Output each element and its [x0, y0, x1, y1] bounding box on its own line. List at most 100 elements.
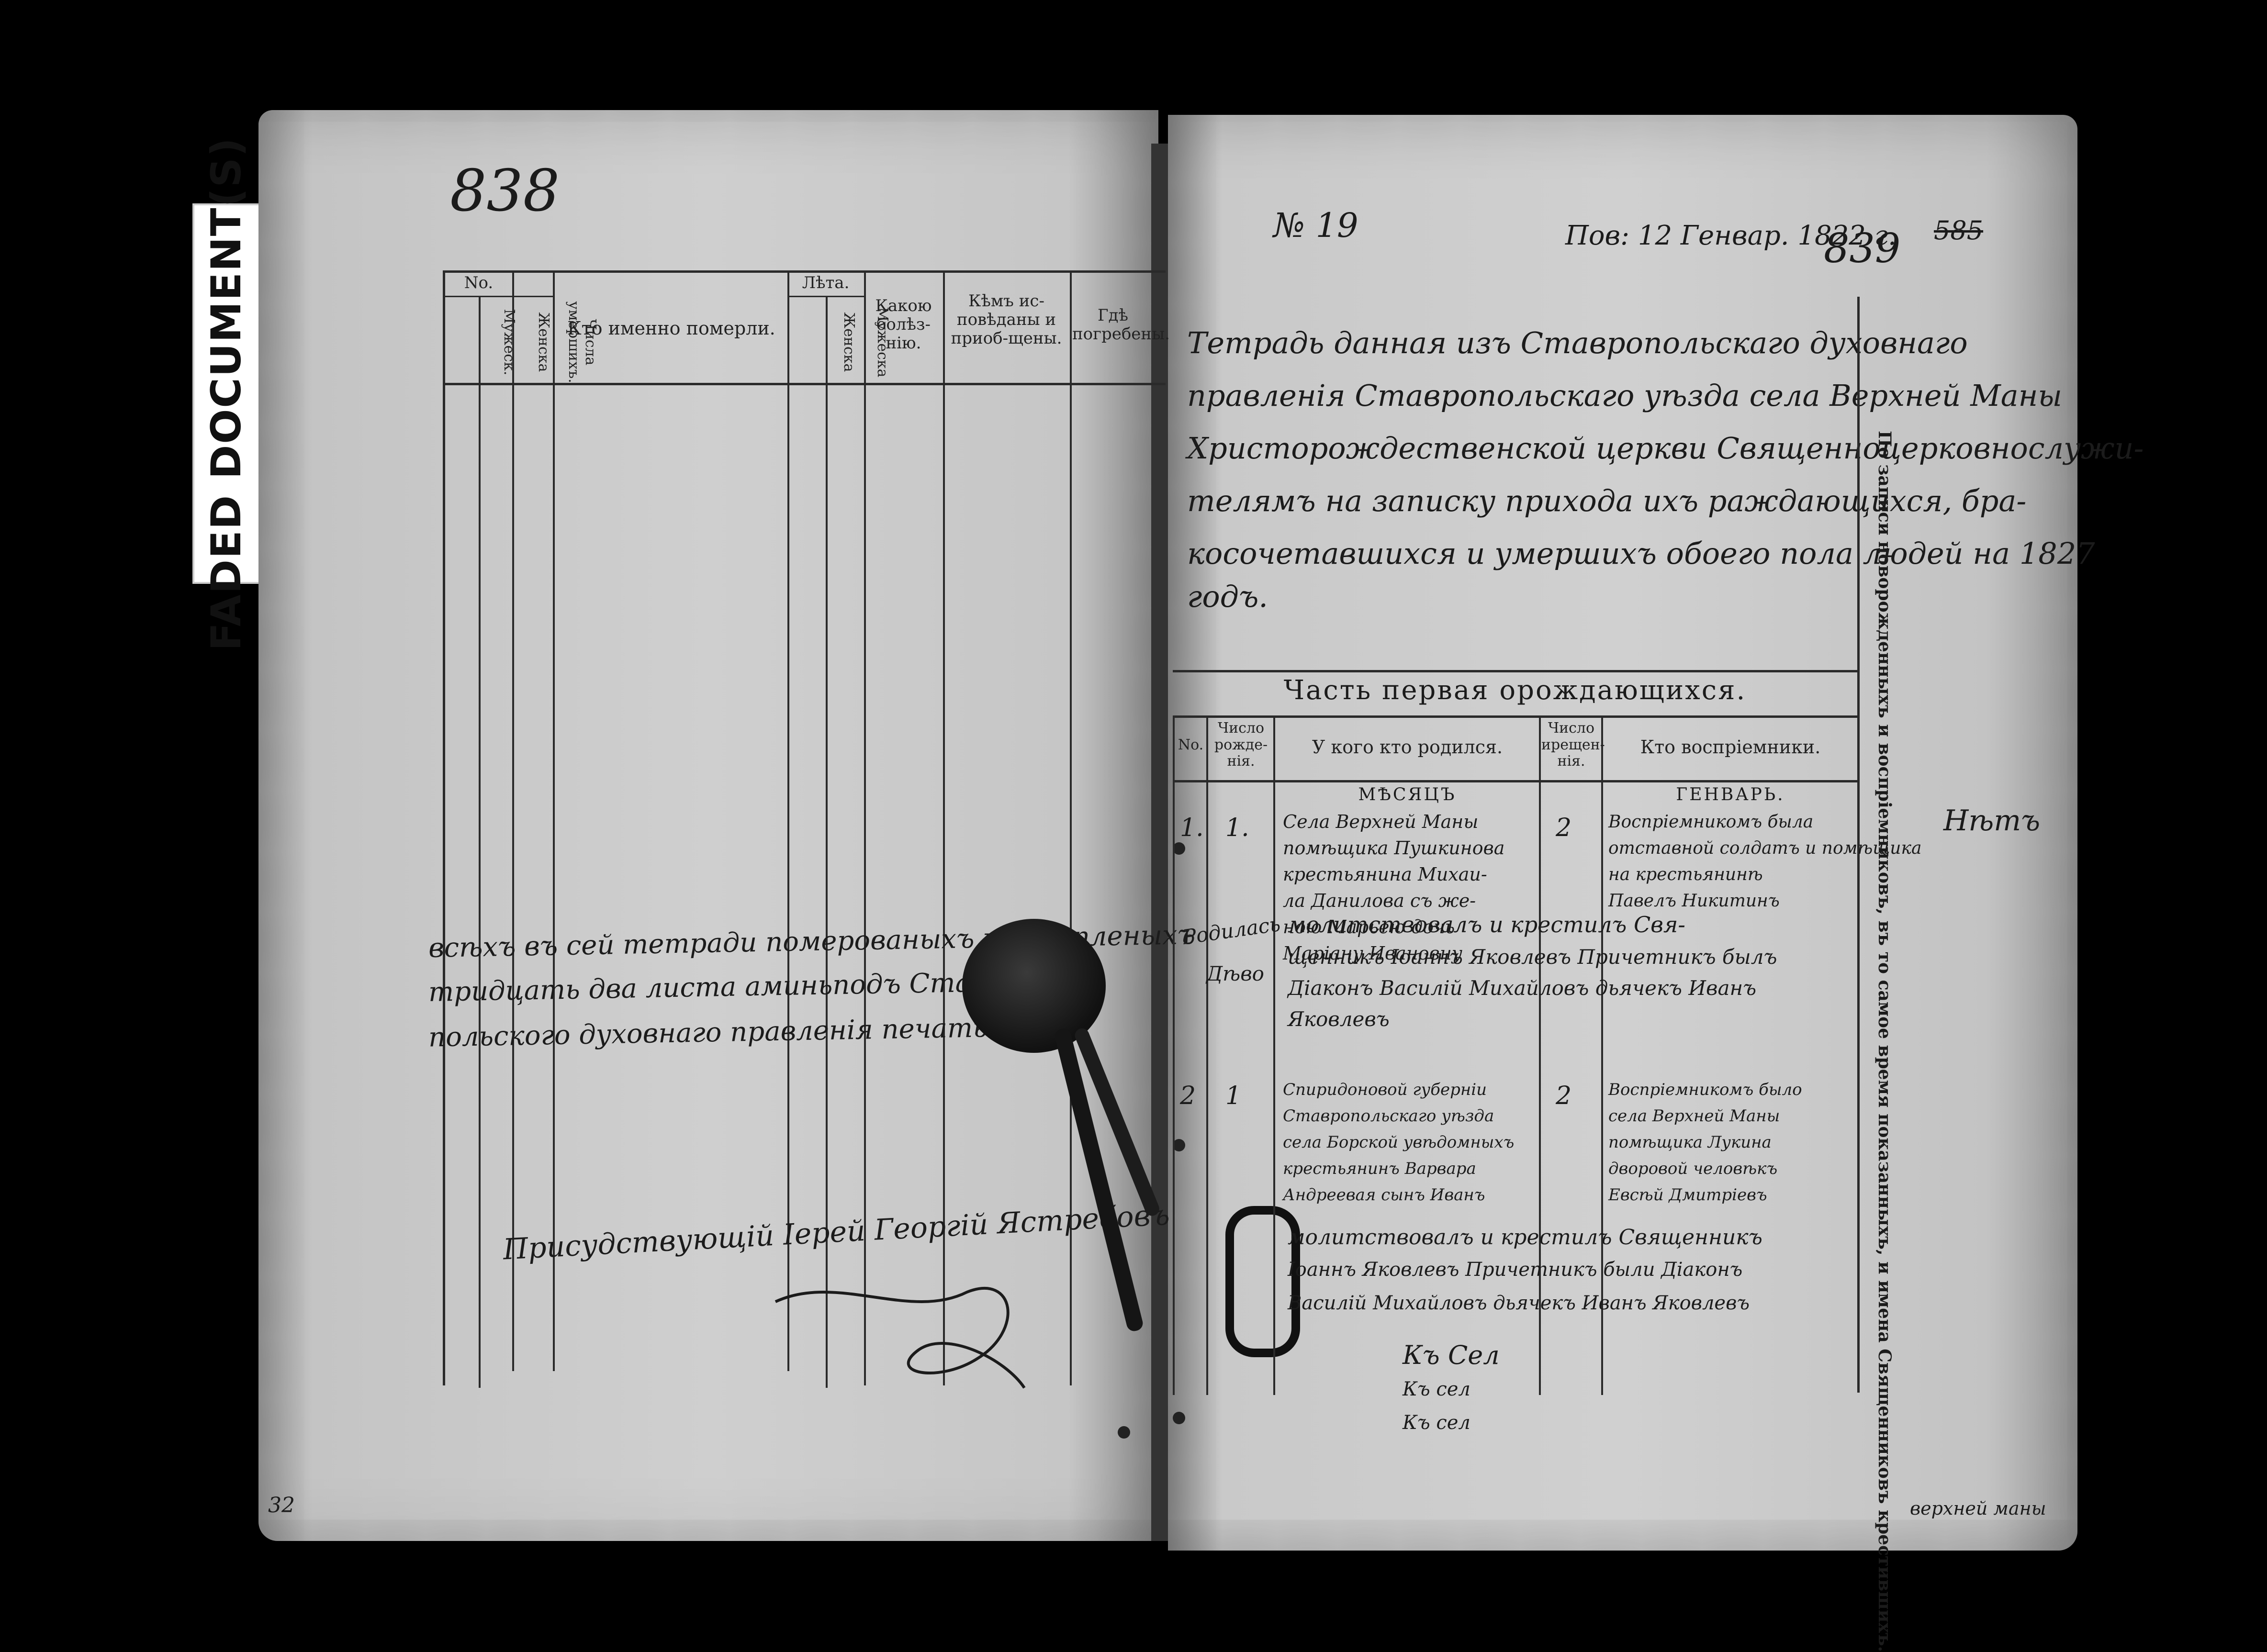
entry-2-baptism: 2 — [1556, 1082, 1572, 1110]
entry-1-parents-line: ною Марьею дочь — [1283, 916, 1455, 938]
left-header-illness: Какою болѣз-нію. — [875, 296, 932, 353]
entry-1-godparents-line: Павелъ Никитинъ — [1608, 891, 1780, 911]
bottom-mark: Къ Сел — [1403, 1340, 1500, 1370]
left-header-age-female: Женска — [841, 312, 857, 372]
left-col-line — [479, 297, 481, 1388]
right-col-line — [1273, 715, 1275, 1395]
left-col-line — [943, 270, 945, 1385]
left-col-line — [787, 270, 789, 1371]
binding-hole — [1118, 1426, 1130, 1439]
right-table-header-rule — [1173, 780, 1857, 782]
right-header-no: No. — [1178, 737, 1204, 753]
entry-1-godparents: Воспріемникомъ была отставной солдатъ и … — [1608, 809, 1921, 914]
right-section-title: Часть первая орождающихся. — [1283, 675, 1747, 706]
left-col-line — [553, 270, 555, 1371]
bottom-mark: Къ сел — [1403, 1378, 1470, 1400]
entry-1-parents-line: Маріану Ивановну — [1283, 943, 1462, 964]
entry-2-parents-line: Ставропольскаго уѣзда — [1283, 1106, 1494, 1126]
left-col-line — [864, 270, 866, 1385]
faded-documents-label: FADED DOCUMENT(S) — [202, 136, 250, 651]
right-date: Пов: 12 Генвар. 1822 г. — [1565, 220, 1897, 251]
entry-2-priest-line: молитствовалъ и крестилъ Священникъ — [1288, 1225, 1762, 1250]
section-top-rule — [1173, 670, 1857, 672]
signature-flourish — [774, 1287, 1026, 1389]
entry-2-parents-line: села Борской увѣдомныхъ — [1283, 1133, 1515, 1152]
entry-1-priest-line: щенникъ Іоаннъ Яковлевъ Причетникъ былъ — [1288, 945, 1777, 969]
right-title-line: Тетрадь данная изъ Ставропольскаго духов… — [1187, 325, 1968, 360]
right-number-mark: № 19 — [1273, 206, 1358, 245]
left-col-line — [1070, 270, 1072, 1385]
entry-2-godparents-line: Евсѣй Дмитріевъ — [1608, 1185, 1767, 1205]
right-title-line: телямъ на записку прихода ихъ раждающихс… — [1187, 483, 2027, 518]
entry-2-no: 2 — [1180, 1082, 1196, 1110]
left-header-male: Мужеск. — [501, 309, 517, 376]
left-header-no: No. — [464, 273, 494, 292]
right-table-top-rule — [1173, 715, 1857, 718]
entry-2-priest-line: Василій Михайловъ дьячекъ Иванъ Яковлевъ — [1288, 1292, 1750, 1314]
left-page-corner-number: 32 — [268, 1493, 295, 1518]
right-header-baptism-number: Число ирещен-нія. — [1541, 720, 1605, 770]
entry-2-godparents-line: помѣщика Лукина — [1608, 1133, 1772, 1152]
entry-1-godparents-line: отставной солдатъ и помѣщика — [1608, 838, 1922, 858]
entry-2-parents-line: Андреевая сынъ Иванъ — [1283, 1185, 1485, 1205]
month-value: ГЕНВАРЬ. — [1676, 785, 1785, 804]
binding-hole — [1173, 1139, 1185, 1151]
right-title-line: правленія Ставропольскаго уѣзда села Вер… — [1187, 378, 2063, 413]
entry-2-parents: Спиридоновой губерніи Ставропольскаго уѣ… — [1283, 1077, 1514, 1208]
entry-2-godparents-line: дворовой человѣкъ — [1608, 1159, 1778, 1178]
left-col-line — [443, 270, 445, 1385]
right-col-line — [1173, 715, 1175, 1395]
right-title-line: Христорождественской церкви Священноцерк… — [1187, 431, 2144, 466]
binding-cord-loop — [1225, 1206, 1300, 1357]
right-bottom-corner-text: верхней маны — [1910, 1498, 2046, 1519]
left-header-burial: Гдѣ погребены. — [1072, 306, 1170, 344]
left-page — [258, 110, 1158, 1541]
left-page-number: 838 — [450, 158, 560, 224]
entry-1-parents-line: помѣщика Пушкинова — [1283, 837, 1505, 859]
right-header-parents: У кого кто родился. — [1312, 737, 1503, 758]
bottom-mark: Къ сел — [1403, 1412, 1470, 1434]
right-col-line — [1206, 715, 1208, 1395]
right-col-line — [1601, 715, 1603, 1395]
entry-1-godparents-line: Воспріемникомъ была — [1608, 812, 1814, 832]
entry-2-godparents: Воспріемникомъ было села Верхней Маны по… — [1608, 1077, 1802, 1208]
entry-2-parents-line: Спиридоновой губерніи — [1283, 1080, 1487, 1099]
entry-1-parents-line: Села Верхней Маны — [1283, 811, 1479, 832]
left-header-name: Кто именно померли. — [567, 318, 775, 339]
entry-1-birth: 1. — [1225, 814, 1249, 842]
right-old-page-number: 585 — [1934, 215, 1984, 246]
right-page — [1168, 115, 2077, 1551]
left-header-confessor: Кѣмъ ис-повѣданы и приоб-щены. — [951, 291, 1062, 348]
right-title-line: косочетавшихся и умершихъ обоего пола лю… — [1187, 536, 2095, 571]
entry-2-birth: 1 — [1225, 1082, 1242, 1110]
entry-1-baptism: 2 — [1556, 814, 1572, 842]
binding-hole — [1173, 842, 1185, 855]
entry-1-parents-line: ла Данилова съ же- — [1283, 890, 1476, 911]
entry-1-parents: Села Верхней Маны помѣщика Пушкинова кре… — [1283, 809, 1504, 967]
entry-2-priest-line: Іоаннъ Яковлевъ Причетникъ были Діаконъ — [1288, 1259, 1743, 1281]
month-label: МѢСЯЦЪ — [1358, 785, 1457, 804]
entry-1-no: 1. — [1180, 814, 1204, 842]
right-margin-mark: Нѣтъ — [1943, 804, 2041, 837]
right-title-line: годъ. — [1187, 579, 1268, 614]
left-table-header-rule — [443, 383, 1166, 385]
entry-1-priest-line: молитствовалъ и крестилъ Свя- — [1288, 912, 1685, 938]
right-page-number: 839 — [1824, 225, 1901, 272]
entry-1-parents-line: крестьянина Михаи- — [1283, 864, 1487, 885]
left-header-deaths-number: Числа умершихъ. — [565, 301, 599, 383]
binding-hole — [1173, 1412, 1185, 1424]
faded-documents-tag: FADED DOCUMENT(S) — [192, 137, 260, 650]
left-group-rule — [445, 296, 553, 297]
left-group-rule — [787, 296, 864, 297]
entry-2-parents-line: крестьянинъ Варвара — [1283, 1159, 1476, 1178]
left-col-line — [826, 297, 828, 1388]
left-header-age: Лѣта. — [802, 273, 850, 292]
entry-1-priest-line: Діаконъ Василій Михайловъ дьячекъ Иванъ — [1288, 976, 1757, 1000]
entry-1-priest-line: Яковлевъ — [1288, 1007, 1390, 1031]
entry-2-godparents-line: Воспріемникомъ было — [1608, 1080, 1802, 1099]
margin-note: Дѣво — [1206, 962, 1264, 985]
right-header-godparents: Кто воспріемники. — [1640, 737, 1821, 758]
entry-1-godparents-line: на крестьянинѣ — [1608, 865, 1763, 884]
left-col-line — [512, 270, 514, 1371]
right-header-birth-number: Число рожде-нія. — [1214, 720, 1268, 770]
